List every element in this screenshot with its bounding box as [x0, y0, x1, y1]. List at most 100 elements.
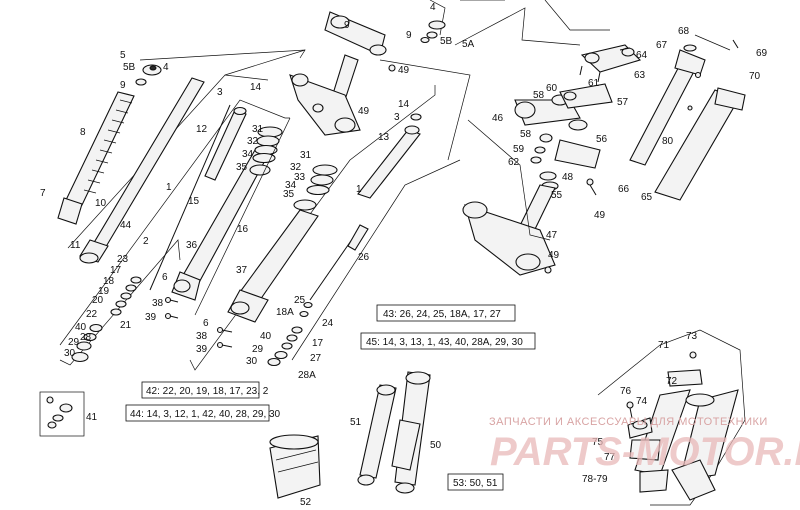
label-68: 68 — [678, 26, 690, 37]
label-1: 1 — [166, 182, 172, 193]
fork-covers — [629, 34, 746, 201]
label-4b: 4 — [430, 2, 436, 13]
label-5b: 5B — [123, 62, 136, 73]
label-49c: 49 — [594, 210, 606, 221]
label-36: 36 — [186, 240, 198, 251]
label-50: 50 — [430, 440, 442, 451]
label-51: 51 — [350, 417, 362, 428]
label-20: 20 — [92, 295, 104, 306]
label-6: 6 — [162, 272, 168, 283]
label-80: 80 — [662, 136, 674, 147]
label-29: 29 — [68, 337, 80, 348]
label-17b: 17 — [312, 338, 324, 349]
label-7: 7 — [40, 188, 46, 199]
label-26: 26 — [358, 252, 370, 263]
label-21: 21 — [120, 320, 132, 331]
fork-cap — [135, 64, 162, 86]
label-34: 34 — [242, 149, 254, 160]
label-65: 65 — [641, 192, 653, 203]
label-40b: 40 — [260, 331, 272, 342]
label-3b: 3 — [394, 112, 400, 123]
label-35b: 35 — [283, 189, 295, 200]
label-16: 16 — [237, 224, 249, 235]
label-15: 15 — [188, 196, 200, 207]
label-58b: 58 — [520, 129, 532, 140]
label-31b: 31 — [300, 150, 312, 161]
label-14b: 14 — [398, 99, 410, 110]
label-18: 18 — [103, 276, 115, 287]
legend-kit-42: 42: 22, 20, 19, 18, 17, 23, 2 — [146, 386, 269, 397]
label-48: 48 — [562, 172, 574, 183]
label-23: 23 — [117, 254, 129, 265]
label-8: 8 — [80, 127, 86, 138]
label-52: 52 — [300, 497, 312, 508]
watermark-site: PARTS-MOTOR.RU — [490, 430, 800, 474]
label-9: 9 — [120, 80, 126, 91]
label-9c: 9 — [406, 30, 412, 41]
spacer-tube — [57, 197, 83, 225]
label-4: 4 — [163, 62, 169, 73]
label-5b2: 5B — [440, 36, 453, 47]
kit-legends: 43: 26, 24, 25, 18A, 17, 27 45: 14, 3, 1… — [125, 304, 536, 491]
label-32: 32 — [247, 136, 259, 147]
label-74: 74 — [636, 396, 648, 407]
label-22: 22 — [86, 309, 98, 320]
label-3: 3 — [217, 87, 223, 98]
fork-gaiter — [269, 434, 321, 499]
label-46: 46 — [492, 113, 504, 124]
label-39b: 39 — [196, 344, 208, 355]
label-57: 57 — [617, 97, 629, 108]
label-71: 71 — [658, 340, 670, 351]
label-7879: 78-79 — [582, 474, 608, 485]
label-69: 69 — [756, 48, 768, 59]
legend-kit-53: 53: 50, 51 — [453, 478, 498, 489]
label-44: 44 — [120, 220, 132, 231]
legend-kit-45: 45: 14, 3, 13, 1, 43, 40, 28A, 29, 30 — [366, 337, 523, 348]
label-61: 61 — [588, 78, 600, 89]
label-9b: 9 — [344, 20, 350, 31]
label-6b: 6 — [203, 318, 209, 329]
right-damper-hardware — [267, 301, 313, 367]
left-seal-stack — [249, 126, 283, 176]
label-49d: 49 — [548, 250, 560, 261]
legend-kit-43: 43: 26, 24, 25, 18A, 17, 27 — [383, 309, 501, 320]
label-28: 28 — [80, 332, 92, 343]
label-73: 73 — [686, 331, 698, 342]
fork-spring — [65, 91, 135, 206]
label-41: 41 — [86, 412, 98, 423]
label-5a: 5A — [462, 39, 475, 50]
label-25: 25 — [294, 295, 306, 306]
label-5: 5 — [120, 50, 126, 61]
label-1b: 1 — [356, 184, 362, 195]
label-64: 64 — [636, 50, 648, 61]
small-hardware-kit — [39, 391, 85, 437]
label-30: 30 — [64, 348, 76, 359]
label-76: 76 — [620, 386, 632, 397]
left-damper-hardware — [71, 276, 142, 363]
label-49: 49 — [398, 65, 410, 76]
part-labels: 5 5B 4 9 8 7 10 11 3 14 12 1 15 44 2 31 … — [40, 2, 768, 508]
label-24: 24 — [322, 318, 334, 329]
label-29b: 29 — [252, 344, 264, 355]
label-63: 63 — [634, 70, 646, 81]
label-35: 35 — [236, 162, 248, 173]
label-66: 66 — [618, 184, 630, 195]
steering-stem-assembly — [462, 44, 642, 276]
label-49b: 49 — [358, 106, 370, 117]
label-67: 67 — [656, 40, 668, 51]
lower-right-bracket — [597, 329, 746, 506]
label-32b: 32 — [290, 162, 302, 173]
upper-triple-clamp — [289, 0, 610, 161]
watermark: ЗАПЧАСТИ И АКСЕССУАРЫ ДЛЯ МОТОТЕХНИКИ PA… — [489, 416, 800, 474]
label-28a: 28A — [298, 370, 316, 381]
label-70: 70 — [749, 71, 761, 82]
label-13: 13 — [378, 132, 390, 143]
label-19: 19 — [98, 286, 110, 297]
label-34b: 34 — [285, 180, 297, 191]
right-fork-leg — [189, 49, 461, 371]
label-31: 31 — [252, 124, 264, 135]
label-14: 14 — [250, 82, 262, 93]
label-72: 72 — [666, 376, 678, 387]
label-75: 75 — [592, 437, 604, 448]
label-10: 10 — [95, 198, 107, 209]
